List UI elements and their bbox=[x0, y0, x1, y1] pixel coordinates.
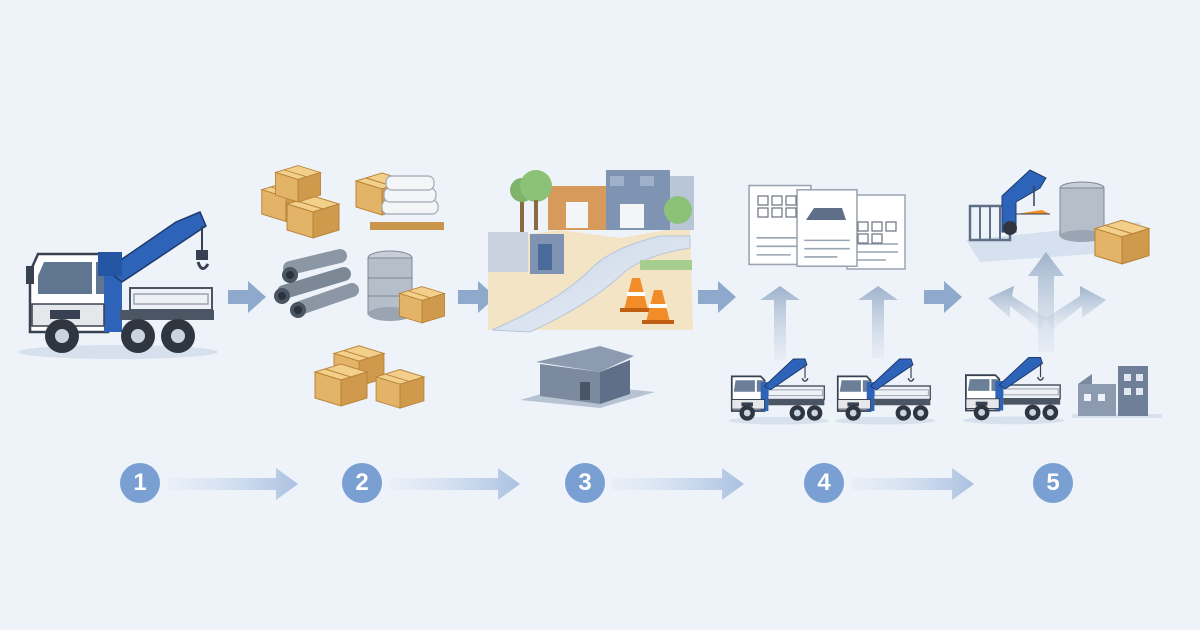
small-building-icon bbox=[520, 346, 655, 408]
flow-arrow bbox=[228, 281, 266, 313]
step-2-badge: 2 bbox=[342, 463, 382, 503]
distribution-arrows-icon bbox=[988, 252, 1106, 352]
permit-documents-icon bbox=[748, 184, 906, 270]
step-1-badge: 1 bbox=[120, 463, 160, 503]
flow-arrow bbox=[698, 281, 736, 313]
flow-arrow bbox=[458, 281, 496, 313]
crane-truck-fleet-icon bbox=[727, 358, 937, 426]
step-5-badge: 5 bbox=[1033, 463, 1073, 503]
step-track-arrows bbox=[168, 468, 974, 500]
upward-arrow bbox=[760, 286, 898, 360]
construction-site-icon bbox=[488, 170, 694, 333]
step-4-badge: 4 bbox=[804, 463, 844, 503]
large-crane-truck-icon bbox=[18, 211, 218, 359]
destination-buildings-icon bbox=[1072, 366, 1162, 418]
crane-lifting-icon bbox=[966, 169, 1150, 265]
step-3-badge: 3 bbox=[565, 463, 605, 503]
construction-materials-icon bbox=[261, 165, 445, 409]
crane-truck-delivery-icon bbox=[962, 356, 1066, 426]
flow-arrow bbox=[924, 281, 962, 313]
